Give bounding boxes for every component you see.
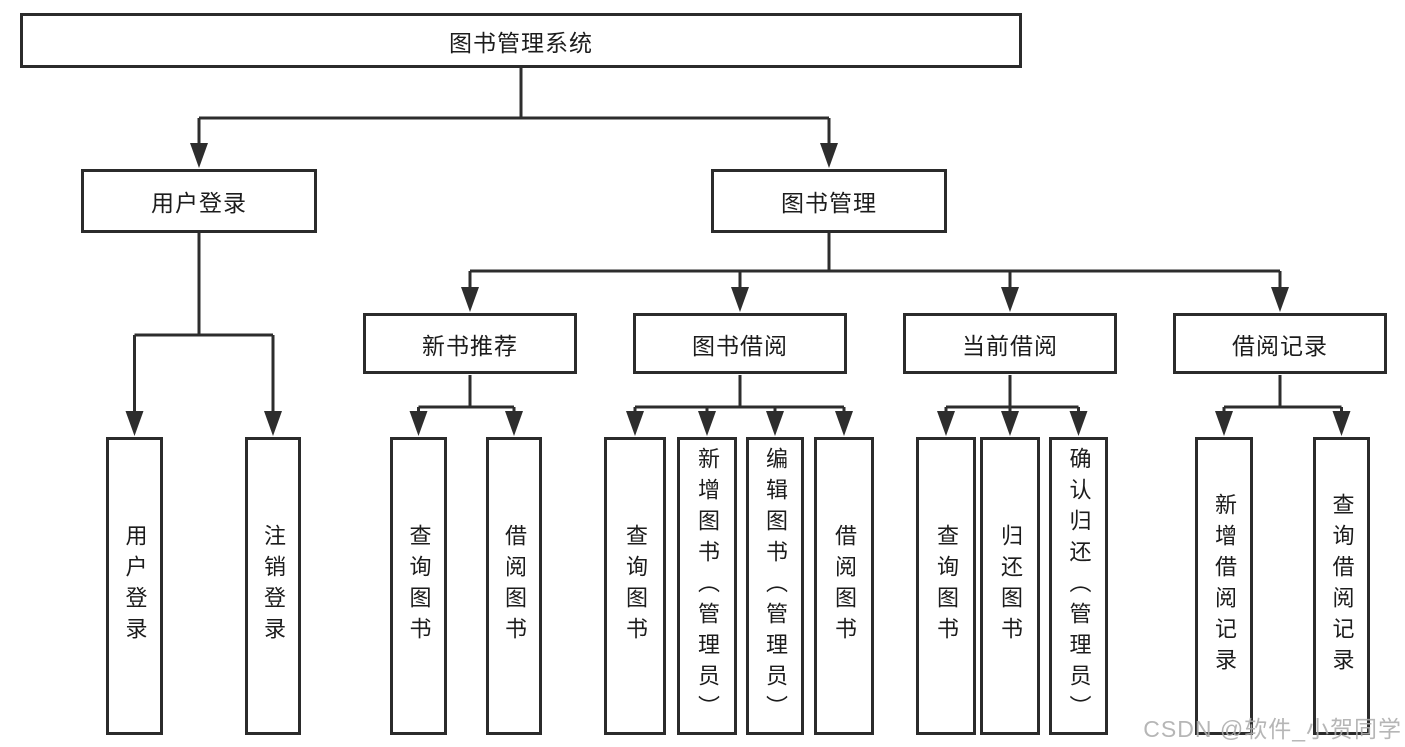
watermark-text: CSDN @软件_小贺同学 (1143, 716, 1402, 742)
leaf-add-borrow-record-label: 新增借阅记录 (1212, 493, 1237, 679)
leaf-add-books-admin: 新增图书（管理员） (677, 437, 737, 735)
node-current-borrow-label: 当前借阅 (962, 332, 1058, 359)
leaf-recommend-query-books-label: 查询图书 (406, 524, 432, 648)
leaf-return-books-label: 归还图书 (998, 524, 1023, 648)
node-new-book-recommend-label: 新书推荐 (422, 332, 518, 359)
node-user-login-label: 用户登录 (151, 190, 247, 216)
leaf-current-query-books: 查询图书 (916, 437, 976, 735)
leaf-user-login-label: 用户登录 (122, 524, 148, 648)
leaf-edit-books-admin-label: 编辑图书（管理员） (763, 446, 788, 726)
connector-root-to-level2 (190, 67, 838, 168)
connector-new-book-to-leaves (409, 375, 523, 436)
leaf-borrow-books-label: 借阅图书 (832, 524, 857, 648)
node-new-book-recommend: 新书推荐 (363, 313, 577, 374)
leaf-recommend-query-books: 查询图书 (390, 437, 447, 735)
leaf-edit-books-admin: 编辑图书（管理员） (746, 437, 804, 735)
node-book-management: 图书管理 (711, 169, 947, 233)
node-book-borrow: 图书借阅 (633, 313, 847, 374)
node-borrow-record-label: 借阅记录 (1232, 332, 1328, 359)
node-book-borrow-label: 图书借阅 (692, 332, 788, 359)
leaf-confirm-return-admin: 确认归还（管理员） (1049, 437, 1108, 735)
node-user-login: 用户登录 (81, 169, 317, 233)
node-book-management-label: 图书管理 (781, 190, 877, 216)
connector-current-borrow-to-leaves (937, 375, 1088, 436)
connector-borrow-record-to-leaves (1215, 375, 1351, 436)
node-current-borrow: 当前借阅 (903, 313, 1117, 374)
leaf-recommend-borrow-books: 借阅图书 (486, 437, 542, 735)
leaf-add-books-admin-label: 新增图书（管理员） (695, 446, 720, 726)
leaf-query-borrow-record: 查询借阅记录 (1313, 437, 1370, 735)
leaf-borrow-query-books-label: 查询图书 (623, 524, 648, 648)
connector-user-login-to-leaves (125, 233, 282, 436)
leaf-borrow-query-books: 查询图书 (604, 437, 666, 735)
leaf-query-borrow-record-label: 查询借阅记录 (1329, 493, 1355, 679)
node-root-label: 图书管理系统 (449, 29, 593, 56)
leaf-confirm-return-admin-label: 确认归还（管理员） (1066, 446, 1092, 726)
connector-book-management-to-level3 (461, 233, 1289, 312)
node-borrow-record: 借阅记录 (1173, 313, 1387, 374)
connector-book-borrow-to-leaves (626, 375, 853, 436)
leaf-add-borrow-record: 新增借阅记录 (1195, 437, 1253, 735)
leaf-recommend-borrow-books-label: 借阅图书 (502, 524, 527, 648)
leaf-logout-label: 注销登录 (261, 524, 286, 648)
leaf-current-query-books-label: 查询图书 (934, 524, 959, 648)
leaf-user-login: 用户登录 (106, 437, 163, 735)
leaf-borrow-books: 借阅图书 (814, 437, 874, 735)
leaf-return-books: 归还图书 (980, 437, 1040, 735)
node-root: 图书管理系统 (20, 13, 1022, 68)
leaf-logout: 注销登录 (245, 437, 301, 735)
